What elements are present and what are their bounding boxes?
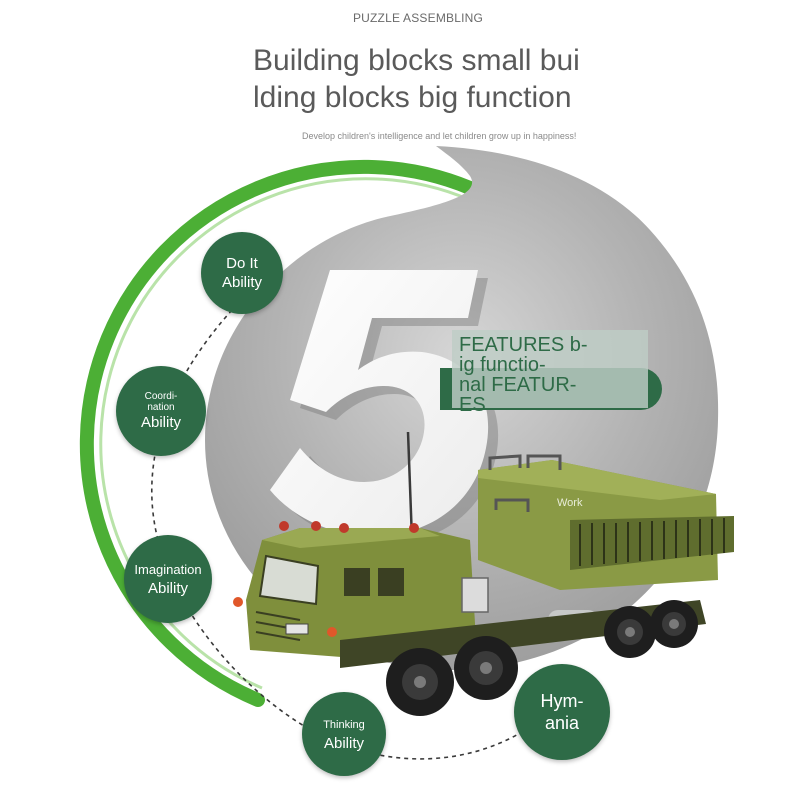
kicker-label: PUZZLE ASSEMBLING — [352, 11, 484, 25]
features-box — [452, 330, 648, 408]
truck-work-label: Work — [557, 497, 583, 509]
features-line-1: FEATURES b- — [459, 334, 588, 356]
subtitle: Develop children's intelligence and let … — [302, 131, 577, 141]
features-line-2: ig functio- — [459, 354, 546, 376]
big-number-five — [270, 270, 499, 545]
ability-label: Ability — [140, 413, 181, 431]
features-line-3: nal FEATUR- — [459, 374, 577, 396]
ability-thinking: Thinking Ability — [302, 692, 386, 776]
title-line-1: Building blocks small bui — [253, 44, 580, 77]
page-title: Building blocks small bui lding blocks b… — [253, 42, 613, 116]
features-line-4: ES — [459, 394, 486, 416]
ability-label: Ability — [221, 273, 262, 291]
ability-coordination: Coordi- nation Ability — [116, 366, 206, 456]
ability-label: Thinking — [323, 718, 365, 731]
ability-label: Imagination — [134, 561, 202, 577]
ability-imagination: Imagination Ability — [124, 535, 212, 623]
military-truck — [233, 431, 734, 716]
ability-label: Coordi- — [144, 390, 178, 402]
ability-label: Hym- — [540, 691, 584, 711]
ability-label: ania — [544, 713, 580, 733]
features-text: FEATURES b- ig functio- nal FEATUR- ES — [459, 335, 639, 415]
ability-hymania: Hym- ania — [514, 664, 610, 760]
ability-label: Ability — [323, 734, 364, 752]
green-ring — [79, 159, 477, 707]
ability-label: Ability — [147, 579, 188, 597]
ability-do-it: Do It Ability — [201, 232, 283, 314]
ability-label: nation — [147, 401, 175, 413]
title-line-2: lding blocks big function — [253, 81, 572, 114]
ability-label: Do It — [226, 254, 258, 272]
